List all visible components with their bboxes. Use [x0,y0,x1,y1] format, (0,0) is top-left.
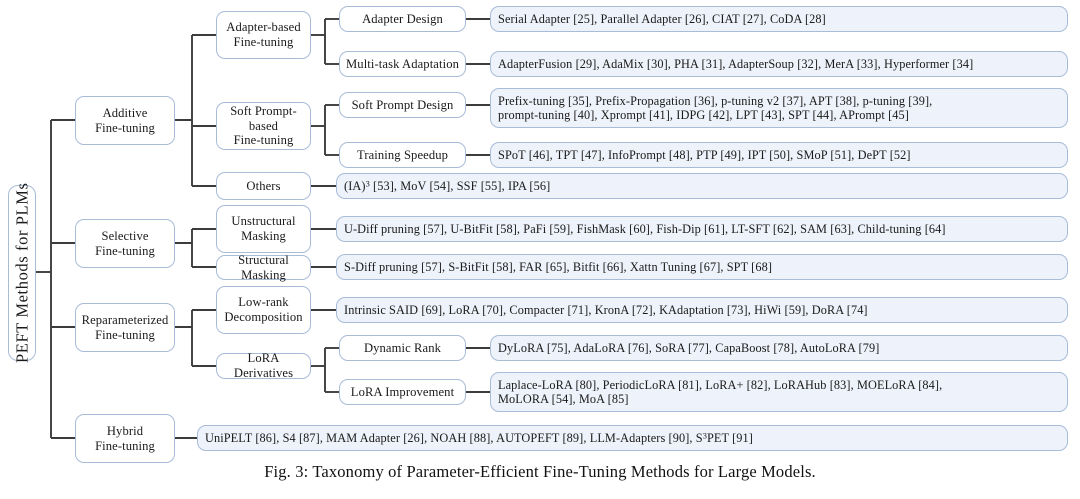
category-label: Reparameterized Fine-tuning [82,313,169,343]
category-label: Additive Fine-tuning [95,106,155,136]
subcategory-label: Soft Prompt-based Fine-tuning [217,104,310,149]
category-label: Selective Fine-tuning [95,229,155,259]
leaf-group-label: Multi-task Adaptation [346,56,459,71]
subcategory-node-adapter-based[interactable]: Adapter-based Fine-tuning [216,11,311,59]
methods-box-soft-prompt-design[interactable]: Prefix-tuning [35], Prefix-Propagation [… [490,88,1068,128]
subcategory-node-unstructural-masking[interactable]: Unstructural Masking [216,205,311,253]
leaf-group-node-soft-prompt-design[interactable]: Soft Prompt Design [339,92,466,118]
subcategory-label: Low-rank Decomposition [224,295,302,325]
methods-text: Serial Adapter [25], Parallel Adapter [2… [498,11,826,26]
methods-text: AdapterFusion [29], AdaMix [30], PHA [31… [498,56,974,71]
methods-text: UniPELT [86], S4 [87], MAM Adapter [26],… [205,430,753,445]
category-label-line1: Additive [102,105,148,120]
subcategory-label: Unstructural Masking [231,214,295,244]
subcategory-node-lora-derivatives[interactable]: LoRA Derivatives [216,351,311,380]
leaf-group-node-dynamic-rank[interactable]: Dynamic Rank [339,335,466,361]
methods-text: Intrinsic SAID [69], LoRA [70], Compacte… [344,302,868,317]
subcategory-label: Structural Masking [238,252,289,282]
subcategory-node-others[interactable]: Others [216,172,311,200]
category-label-line1: Selective [101,228,149,243]
subcategory-label-line1: Low-rank [238,295,289,310]
methods-box-dynamic-rank[interactable]: DyLoRA [75], AdaLoRA [76], SoRA [77], Ca… [490,335,1068,361]
leaf-group-node-adapter-design[interactable]: Adapter Design [339,6,466,32]
leaf-group-label: Training Speedup [356,147,449,162]
figure-caption: Fig. 3: Taxonomy of Parameter-Efficient … [264,462,816,481]
leaf-group-label: Adapter Design [362,11,443,26]
root-node-label: PEFT Methods for PLMs [12,182,32,364]
category-node-hybrid[interactable]: Hybrid Fine-tuning [75,414,175,463]
leaf-group-node-lora-improvement[interactable]: LoRA Improvement [339,379,466,405]
methods-box-low-rank-decomposition[interactable]: Intrinsic SAID [69], LoRA [70], Compacte… [336,297,1068,323]
methods-text-line1: Laplace-LoRA [80], PeriodicLoRA [81], Lo… [498,377,943,392]
category-node-reparameterized[interactable]: Reparameterized Fine-tuning [75,303,175,352]
subcategory-label-line2: Decomposition [224,310,303,324]
methods-text: (IA)3 [53], MoV [54], SSF [55], IPA [56] [344,178,551,193]
subcategory-label-line2: Masking [241,229,286,243]
methods-text: S-Diff pruning [57], S-BitFit [58], FAR … [344,259,773,274]
leaf-group-label: Soft Prompt Design [351,97,454,112]
leaf-group-label: Dynamic Rank [363,340,442,355]
methods-text: SPoT [46], TPT [47], InfoPrompt [48], PT… [498,147,911,162]
subcategory-node-low-rank-decomposition[interactable]: Low-rank Decomposition [216,286,311,334]
category-label: Hybrid Fine-tuning [95,424,155,454]
subcategory-label-line1: Unstructural [231,214,296,229]
leaf-group-node-multi-task-adaptation[interactable]: Multi-task Adaptation [339,51,466,77]
category-label-line1: Reparameterized [81,312,169,327]
methods-text: Laplace-LoRA [80], PeriodicLoRA [81], Lo… [498,378,1060,407]
subcategory-label-line1: Adapter-based [226,20,301,35]
methods-box-lora-improvement[interactable]: Laplace-LoRA [80], PeriodicLoRA [81], Lo… [490,372,1068,412]
subcategory-label-line2: Fine-tuning [233,35,294,49]
methods-text: DyLoRA [75], AdaLoRA [76], SoRA [77], Ca… [498,340,880,355]
category-node-additive[interactable]: Additive Fine-tuning [75,96,175,145]
subcategory-node-structural-masking[interactable]: Structural Masking [216,252,311,282]
root-node-peft-methods[interactable]: PEFT Methods for PLMs [8,182,36,364]
methods-text-line1: Prefix-tuning [35], Prefix-Propagation [… [498,93,933,108]
leaf-group-label: LoRA Improvement [350,384,455,399]
methods-box-hybrid[interactable]: UniPELT [86], S4 [87], MAM Adapter [26],… [197,425,1068,451]
subcategory-label: LoRA Derivatives [233,351,294,380]
methods-box-multi-task-adaptation[interactable]: AdapterFusion [29], AdaMix [30], PHA [31… [490,51,1068,77]
category-label-line2: Fine-tuning [95,243,155,258]
subcategory-label-line2: Fine-tuning [233,133,294,148]
category-label-line2: Fine-tuning [95,120,155,135]
methods-box-structural-masking[interactable]: S-Diff pruning [57], S-BitFit [58], FAR … [336,254,1068,280]
leaf-group-node-training-speedup[interactable]: Training Speedup [339,142,466,168]
methods-text: U-Diff pruning [57], U-BitFit [58], PaFi… [344,221,946,236]
subcategory-label-line1: Soft Prompt-based [230,103,297,133]
subcategory-node-soft-prompt-based[interactable]: Soft Prompt-based Fine-tuning [216,102,311,150]
methods-box-unstructural-masking[interactable]: U-Diff pruning [57], U-BitFit [58], PaFi… [336,216,1068,242]
category-node-selective[interactable]: Selective Fine-tuning [75,219,175,268]
methods-text-line2: prompt-tuning [40], Xprompt [41], IDPG [… [498,108,909,122]
category-label-line2: Fine-tuning [95,438,155,453]
subcategory-label: Others [246,178,281,193]
methods-text-line2: MoLORA [54], MoA [85] [498,392,629,406]
category-label-line2: Fine-tuning [95,327,155,342]
subcategory-label: Adapter-based Fine-tuning [226,20,300,50]
methods-text: Prefix-tuning [35], Prefix-Propagation [… [498,94,1060,123]
methods-box-adapter-design[interactable]: Serial Adapter [25], Parallel Adapter [2… [490,6,1068,32]
methods-box-training-speedup[interactable]: SPoT [46], TPT [47], InfoPrompt [48], PT… [490,142,1068,168]
category-label-line1: Hybrid [106,423,144,438]
methods-box-others[interactable]: (IA)3 [53], MoV [54], SSF [55], IPA [56] [336,173,1068,199]
